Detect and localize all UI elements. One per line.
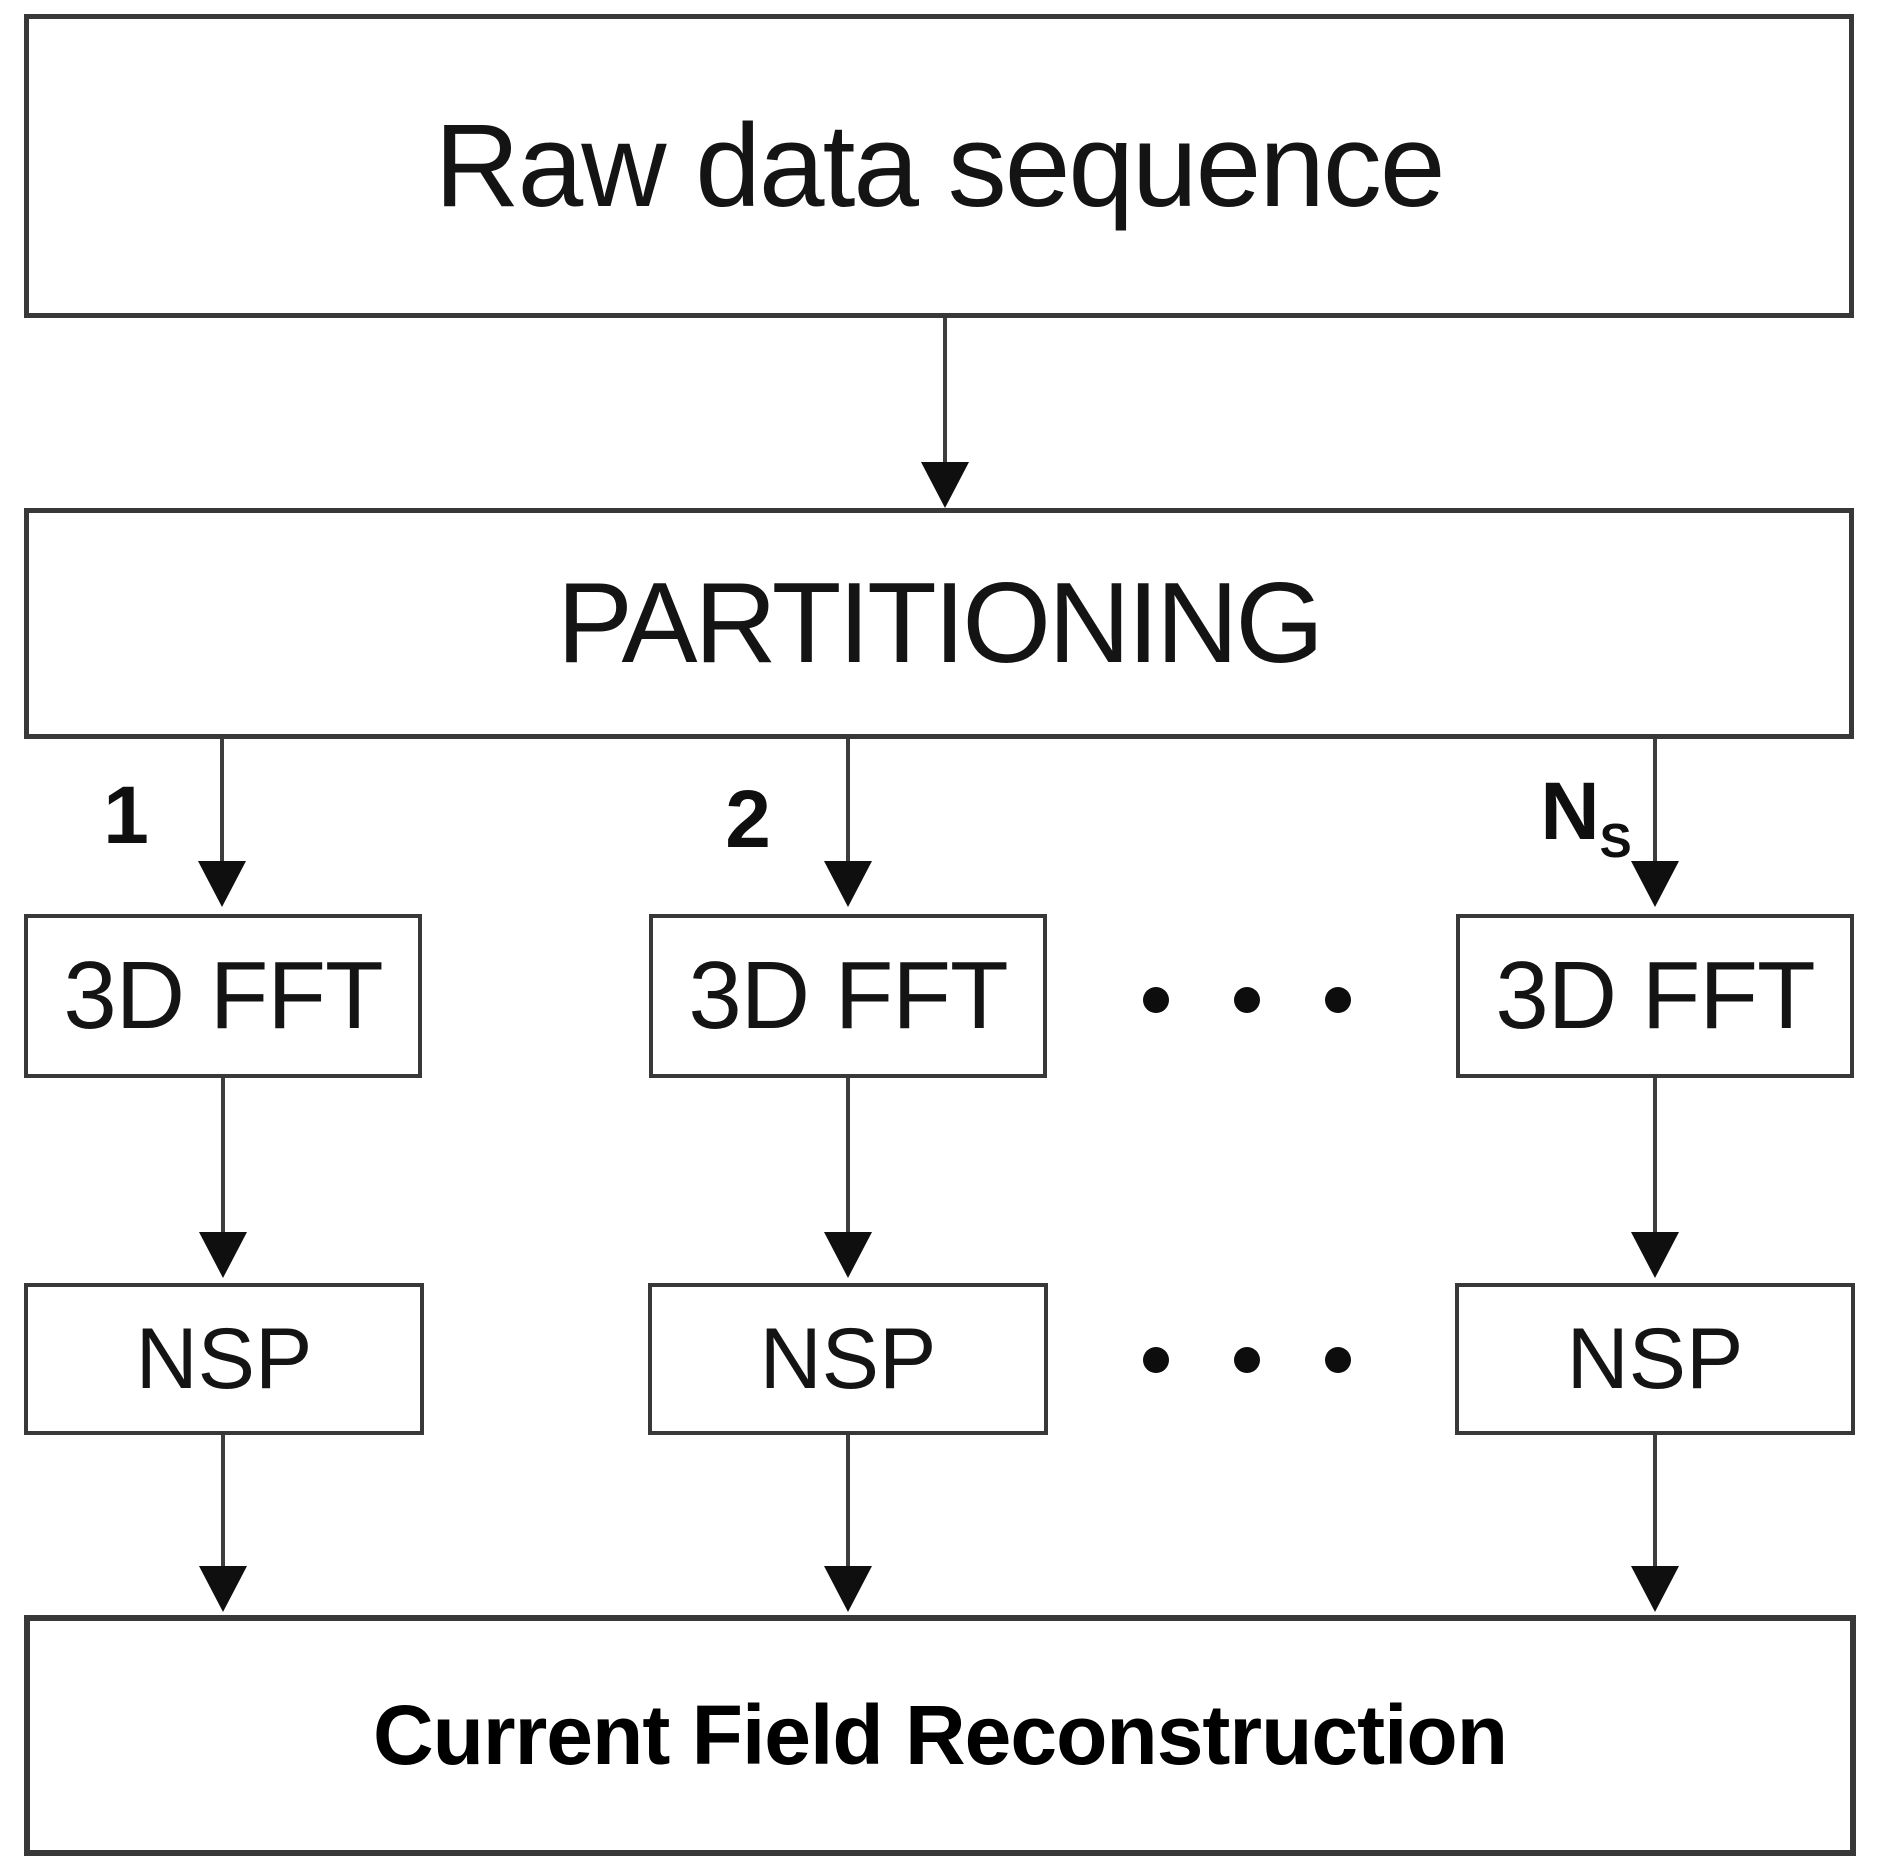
partitioning-label: PARTITIONING [556, 560, 1324, 687]
partitioning-box: PARTITIONING [24, 508, 1854, 739]
ellipsis-dot [1325, 987, 1351, 1013]
arrow-raw-to-partitioning-head [921, 462, 969, 508]
fft-row-ellipsis-dots [1143, 987, 1351, 1013]
branchN-arrow-line [1653, 739, 1657, 861]
nsp1-to-output-arrow-line [221, 1435, 225, 1566]
fft-box-2: 3D FFT [649, 914, 1047, 1078]
fft1-to-nsp1-arrow-head [199, 1232, 247, 1278]
branchN-label-base: N [1540, 766, 1600, 857]
branch1-arrow-head [198, 861, 246, 907]
fft1-to-nsp1-arrow-line [221, 1078, 225, 1232]
fftn-to-nspn-arrow-head [1631, 1232, 1679, 1278]
nsp2-to-output-arrow-head [824, 1566, 872, 1612]
ellipsis-dot [1143, 1347, 1169, 1373]
ellipsis-dot [1143, 987, 1169, 1013]
branch1-arrow-line [220, 739, 224, 861]
fftn-to-nspn-arrow-line [1653, 1078, 1657, 1232]
fft-box-n-label: 3D FFT [1495, 942, 1815, 1049]
fft2-to-nsp2-arrow-line [846, 1078, 850, 1232]
ellipsis-dot [1325, 1347, 1351, 1373]
current-field-reconstruction-box: Current Field Reconstruction [24, 1615, 1856, 1856]
nsp-box-n: NSP [1455, 1283, 1855, 1435]
ellipsis-dot [1234, 1347, 1260, 1373]
branchN-label-subscript: S [1599, 815, 1632, 868]
nsp-box-1: NSP [24, 1283, 424, 1435]
nsp-box-2: NSP [648, 1283, 1048, 1435]
nsp-row-ellipsis-dots [1143, 1347, 1351, 1373]
fft-box-1-label: 3D FFT [63, 942, 383, 1049]
nsp-box-n-label: NSP [1566, 1310, 1744, 1407]
branch2-arrow-line [846, 739, 850, 861]
current-field-reconstruction-label: Current Field Reconstruction [372, 1688, 1508, 1782]
fft-box-n: 3D FFT [1456, 914, 1854, 1078]
nspn-to-output-arrow-head [1631, 1566, 1679, 1612]
arrow-raw-to-partitioning-line [943, 318, 947, 462]
branchN-arrow-head [1631, 861, 1679, 907]
branchN-label: NS [1540, 765, 1631, 866]
nsp2-to-output-arrow-line [846, 1435, 850, 1566]
branch2-arrow-head [824, 861, 872, 907]
nsp1-to-output-arrow-head [199, 1566, 247, 1612]
nsp-box-2-label: NSP [759, 1310, 937, 1407]
fft-box-1: 3D FFT [24, 914, 422, 1078]
branch2-label: 2 [725, 774, 771, 865]
fft-box-2-label: 3D FFT [688, 942, 1008, 1049]
nspn-to-output-arrow-line [1653, 1435, 1657, 1566]
raw-data-sequence-label: Raw data sequence [434, 100, 1445, 232]
fft2-to-nsp2-arrow-head [824, 1232, 872, 1278]
ellipsis-dot [1234, 987, 1260, 1013]
raw-data-sequence-box: Raw data sequence [24, 14, 1854, 318]
branch1-label: 1 [103, 770, 149, 861]
nsp-box-1-label: NSP [135, 1310, 313, 1407]
